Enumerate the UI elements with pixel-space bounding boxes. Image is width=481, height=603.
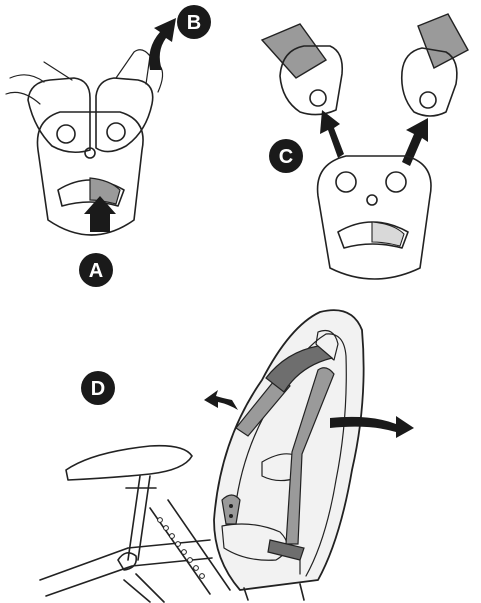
step-label-b: B: [187, 12, 201, 34]
buckle-body-c: [318, 156, 431, 279]
left-strap-c: [262, 24, 326, 78]
right-strap-c: [418, 14, 468, 68]
bike-saddle: [66, 446, 192, 480]
panel-ab-buckle-release: A B: [6, 5, 211, 287]
arrow-left-c: [320, 110, 344, 158]
step-label-a: A: [89, 260, 103, 282]
panel-c-tongues-separated: C: [262, 14, 468, 279]
crotch-buckle: [222, 495, 240, 524]
arrow-left-d: [204, 390, 238, 410]
step-label-d: D: [91, 378, 105, 400]
release-button: [90, 178, 120, 204]
step-label-c: C: [279, 146, 293, 168]
right-tongue: [96, 78, 153, 152]
left-strap-a: [10, 75, 44, 82]
panel-d-seat-on-bike: D: [40, 310, 414, 602]
arrow-curved-b: [149, 18, 176, 70]
